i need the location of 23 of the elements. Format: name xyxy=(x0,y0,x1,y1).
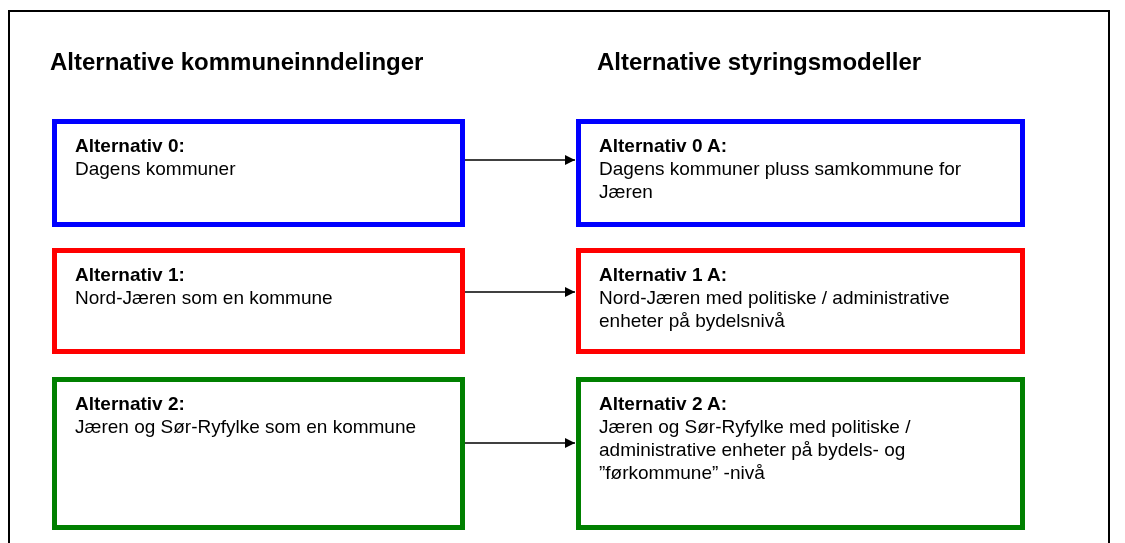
column-heading: Alternative kommuneinndelinger xyxy=(50,47,424,77)
box-heading: Alternativ 2: xyxy=(75,392,186,415)
alternative-box xyxy=(52,377,465,530)
box-heading: Alternativ 0: xyxy=(75,134,186,157)
alternative-box xyxy=(576,119,1025,227)
box-description: Jæren og Sør-Ryfylke som en kommune xyxy=(75,415,418,438)
box-description: Dagens kommuner pluss samkommune for Jæren xyxy=(599,157,963,203)
box-description: Jæren og Sør-Ryfylke med politiske / administrative enheter på bydels- og ”førkommune” -nivå xyxy=(599,415,912,484)
alternative-box xyxy=(52,248,465,354)
arrow xyxy=(464,154,576,166)
box-heading: Alternativ 2 A: xyxy=(599,392,729,415)
box-description: Dagens kommuner xyxy=(75,157,237,180)
box-description: Nord-Jæren som en kommune xyxy=(75,286,334,309)
box-description: Nord-Jæren med politiske / administrative enheter på bydelsnivå xyxy=(599,286,951,332)
column-heading: Alternative styringsmodeller xyxy=(597,47,922,77)
box-heading: Alternativ 1: xyxy=(75,263,186,286)
arrow xyxy=(464,286,576,298)
box-heading: Alternativ 1 A: xyxy=(599,263,729,286)
box-heading: Alternativ 0 A: xyxy=(599,134,729,157)
alternative-box xyxy=(52,119,465,227)
alternative-box xyxy=(576,248,1025,354)
alternative-box xyxy=(576,377,1025,530)
arrow xyxy=(464,437,576,449)
